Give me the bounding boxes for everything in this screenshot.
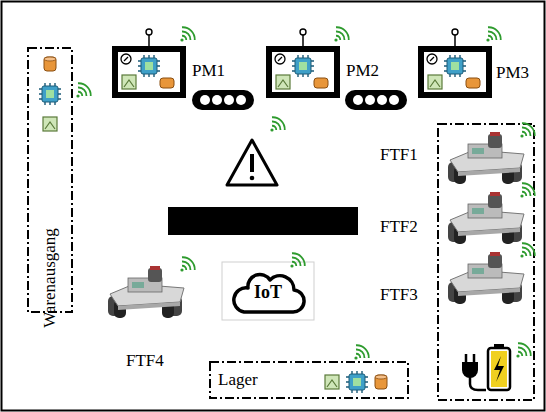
device-label: PM2	[346, 62, 379, 81]
zone-box: Warenausgang	[28, 48, 72, 312]
zone-box: Lager	[210, 362, 408, 398]
zone-label: IoT	[254, 283, 282, 303]
device-label: FTF2	[380, 218, 418, 237]
zone-label: Warenausgang	[41, 228, 60, 328]
device-label: FTF3	[380, 286, 418, 305]
device-label: PM1	[192, 62, 225, 81]
device-label: FTF4	[126, 352, 164, 371]
device-label: FTF1	[380, 146, 418, 165]
zone-box: IoT	[222, 262, 314, 320]
zone-label: Lager	[218, 371, 258, 390]
device-label: PM3	[496, 64, 529, 83]
